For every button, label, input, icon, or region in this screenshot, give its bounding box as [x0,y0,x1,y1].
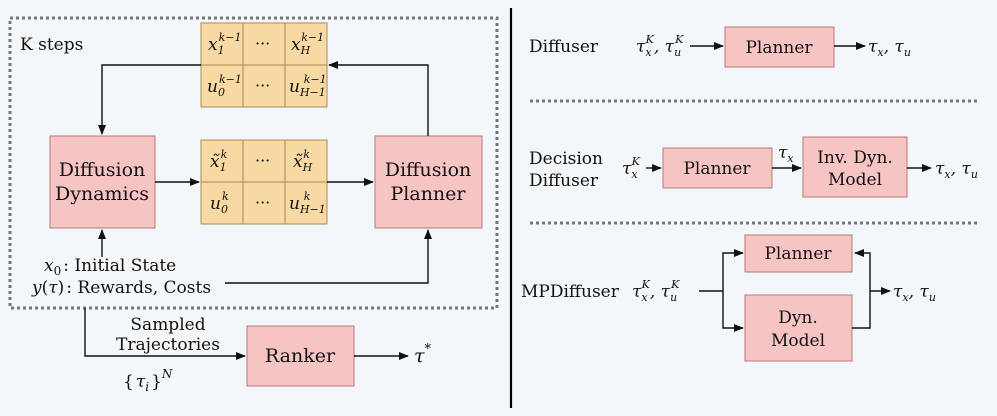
arrow-prev-to-dynamics [98,64,201,135]
ranker-box [246,325,355,387]
arrow-dynmodel-out [852,287,891,329]
diffuser-label: Diffuser [529,37,599,57]
decision-label-2: Diffuser [529,171,599,191]
decision-output: τx, τu [935,159,978,181]
initial-state-text: x0: Initial State [44,256,176,278]
ranker-label: Ranker [265,345,336,367]
arrow-planner-to-prev [328,61,429,136]
k-steps-label: K steps [20,35,83,55]
arrow-mpd-to-dynmodel [722,291,744,332]
dyn-model-label-1: Dyn. [778,308,818,328]
decision-input: τxK [622,155,641,181]
svg-text:x̃Hk: x̃Hk [293,148,313,174]
svg-text:x̃1k: x̃1k [210,148,228,174]
svg-text:u0k: u0k [210,190,229,216]
inv-dyn-label-2: Model [828,170,882,190]
mpdiffuser-label: MPDiffuser [521,282,620,302]
ellipsis: ··· [255,193,270,212]
prev-trajectory-grid: x1k−1 ··· xHk−1 u0k−1 ··· uH−1k−1 [200,22,328,108]
rewards-costs-text: y(τ): Rewards, Costs [31,278,211,298]
diffuser-planner-box [724,26,835,68]
current-trajectory-grid: x̃1k ··· x̃Hk u0k ··· uH−1k [200,139,328,225]
mpd-planner-label: Planner [764,244,832,264]
arrow-samples-to-ranker [84,308,246,360]
diffusion-planner-label-1: Diffusion [385,159,472,181]
sampled-label-2: Trajectories [116,335,220,355]
arrow-condition-to-planner [225,229,432,284]
diffusion-planner-box [374,135,483,229]
sampled-label-1: Sampled [130,315,205,335]
ellipsis: ··· [255,151,270,170]
k-steps-loop-border [8,16,499,310]
diffusion-planner-label-2: Planner [391,183,467,205]
tau-star-output: τ* [414,342,432,367]
ellipsis: ··· [255,76,270,95]
mpdiffuser-output: τx, τu [893,282,936,304]
arrow-feedback-to-planner [854,249,871,291]
diffusion-dynamics-label-1: Diffusion [59,159,146,181]
trajectory-set-label: {τi}N [123,367,173,394]
inv-dyn-model-box [802,136,908,198]
diffuser-output: τx, τu [868,37,911,59]
dyn-model-label-2: Model [771,331,825,351]
arrow-mpd-to-planner [722,249,744,291]
decision-label-1: Decision [529,149,603,169]
mpdiffuser-input: τxK, τuK [632,278,680,304]
decision-tau-x: τx [778,143,794,165]
diffuser-planner-label: Planner [745,38,813,58]
diffusion-dynamics-box [49,135,156,229]
diffuser-input: τxK, τuK [636,33,684,59]
mpd-planner-box [744,234,853,273]
svg-text:uH−1k−1: uH−1k−1 [289,73,327,99]
decision-planner-label: Planner [683,159,751,179]
mpd-dyn-model-box [744,294,853,362]
ellipsis: ··· [255,34,270,53]
diffusion-dynamics-label-2: Dynamics [55,183,149,205]
inv-dyn-label-1: Inv. Dyn. [817,148,893,168]
